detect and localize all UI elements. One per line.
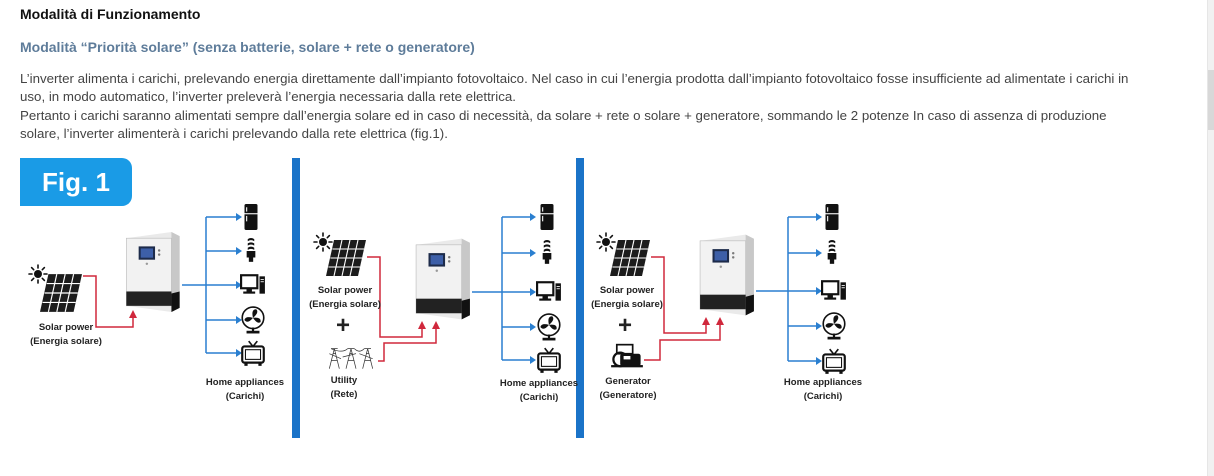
bulb-icon bbox=[246, 238, 256, 262]
output-wiring bbox=[756, 216, 816, 362]
paragraph-line-3: Pertanto i carichi saranno alimentati se… bbox=[20, 108, 1107, 123]
fan-icon bbox=[537, 313, 561, 341]
tv-icon bbox=[537, 347, 561, 374]
fan-icon bbox=[241, 306, 265, 334]
paragraph-line-1: L’inverter alimenta i carichi, prelevand… bbox=[20, 71, 1129, 86]
input-arrow bbox=[418, 321, 426, 329]
solar-label: Solar power (Energia solare) bbox=[30, 322, 102, 347]
output-wiring bbox=[182, 216, 236, 354]
loads-label: Home appliances (Carichi) bbox=[499, 378, 579, 403]
fridge-icon bbox=[824, 204, 840, 230]
solar-panel-icon bbox=[326, 239, 366, 277]
tv-icon bbox=[241, 340, 265, 367]
computer-icon bbox=[536, 281, 562, 302]
panel-3 bbox=[596, 204, 847, 375]
output-arrows bbox=[530, 213, 536, 364]
panel-divider-2 bbox=[576, 158, 584, 438]
solar-input-wire bbox=[83, 275, 134, 328]
input-arrow bbox=[129, 310, 137, 318]
solar-panel-icon bbox=[40, 273, 82, 313]
paragraph-line-4: solare, l’inverter alimenterà i carichi … bbox=[20, 126, 448, 141]
fridge-icon bbox=[539, 204, 555, 230]
bulb-icon bbox=[827, 240, 837, 264]
utility-pylon-icon bbox=[328, 348, 374, 370]
panel-1 bbox=[28, 204, 266, 367]
generator-label: Generator (Generatore) bbox=[599, 376, 657, 401]
solar-label: Solar power (Energia solare) bbox=[309, 285, 381, 310]
solar-input-wire bbox=[651, 256, 707, 334]
section-subheading: Modalità “Priorità solare” (senza batter… bbox=[20, 39, 475, 55]
computer-icon bbox=[240, 274, 266, 295]
loads-label: Home appliances (Carichi) bbox=[205, 377, 285, 402]
solar-panel-icon bbox=[610, 239, 650, 277]
output-wiring bbox=[472, 216, 530, 361]
utility-input-wire bbox=[378, 327, 437, 362]
output-arrows bbox=[816, 213, 822, 365]
plus-sign: + bbox=[618, 312, 633, 339]
input-arrow bbox=[716, 317, 724, 325]
input-arrow bbox=[702, 317, 710, 325]
solar-label: Solar power (Energia solare) bbox=[591, 285, 663, 310]
tv-icon bbox=[822, 348, 846, 375]
input-arrow bbox=[432, 321, 440, 329]
paragraph-line-2: uso, in modo automatico, l’inverter prel… bbox=[20, 89, 516, 104]
vertical-scrollbar[interactable] bbox=[1207, 0, 1214, 476]
bulb-icon bbox=[542, 240, 552, 264]
panel-divider-1 bbox=[292, 158, 300, 438]
generator-icon bbox=[610, 343, 644, 369]
inverter-icon bbox=[699, 234, 755, 316]
solar-input-wire bbox=[367, 256, 423, 338]
computer-icon bbox=[821, 280, 847, 301]
loads-label: Home appliances (Carichi) bbox=[783, 377, 863, 402]
utility-label: Utility (Rete) bbox=[330, 375, 358, 400]
generator-input-wire bbox=[644, 323, 721, 361]
plus-sign: + bbox=[336, 312, 351, 339]
output-arrows bbox=[236, 213, 242, 357]
section-heading: Modalità di Funzionamento bbox=[20, 6, 201, 22]
fridge-icon bbox=[243, 204, 259, 230]
inverter-icon bbox=[415, 238, 471, 320]
sun-icon bbox=[28, 264, 48, 284]
sun-icon bbox=[596, 232, 616, 252]
figure-badge: Fig. 1 bbox=[20, 158, 132, 206]
fan-icon bbox=[822, 312, 846, 340]
panel-2 bbox=[313, 204, 562, 374]
scrollbar-thumb[interactable] bbox=[1208, 70, 1214, 130]
sun-icon bbox=[313, 232, 333, 252]
inverter-icon bbox=[125, 231, 181, 313]
